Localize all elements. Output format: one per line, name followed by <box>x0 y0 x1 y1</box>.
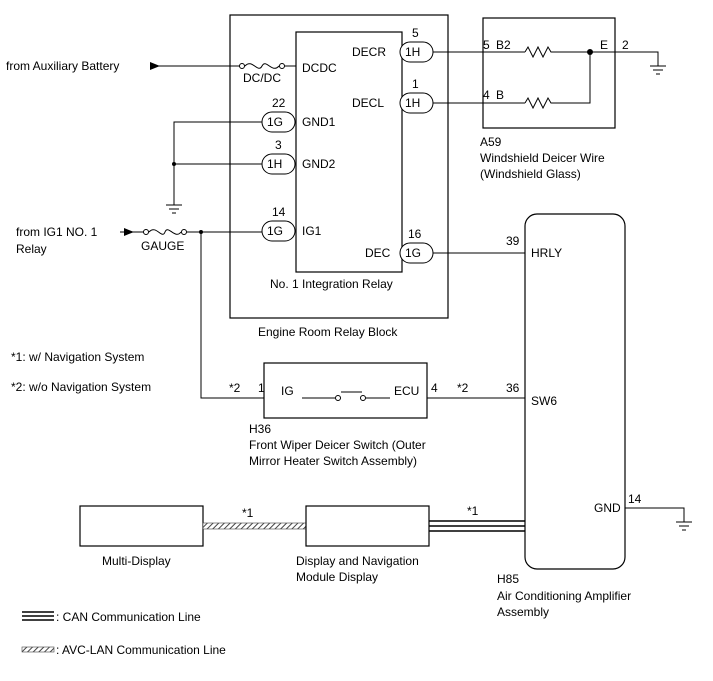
amp-name-1: Air Conditioning Amplifier <box>497 589 631 603</box>
pin-dec-num: 16 <box>408 227 422 241</box>
terminal-ig1: IG1 <box>302 224 322 238</box>
legend-avc-swatch <box>21 646 55 653</box>
nav-module-label-1: Display and Navigation <box>296 554 419 568</box>
switch-contact-left <box>335 395 341 401</box>
switch-contact-right <box>360 395 366 401</box>
deicer-id: A59 <box>480 135 502 149</box>
nav-module-box <box>305 505 430 547</box>
terminal-decl: DECL <box>352 96 384 110</box>
deicer-pin-b2-num: 5 <box>483 38 490 52</box>
pin-decr-num: 5 <box>412 26 419 40</box>
pin-ig1-conn: 1G <box>267 224 283 238</box>
amp-gnd-wire <box>625 507 685 522</box>
ac-amplifier-box <box>524 213 626 570</box>
amp-sw6: SW6 <box>531 394 557 408</box>
terminal-dcdc: DCDC <box>302 61 337 75</box>
pin-ig1 <box>261 220 296 242</box>
note-1: *1: w/ Navigation System <box>11 350 144 364</box>
aux-battery-arrow <box>150 62 160 70</box>
deicer-name-1: Windshield Deicer Wire <box>480 151 605 165</box>
terminal-dec: DEC <box>365 246 391 260</box>
relay-block-label: Engine Room Relay Block <box>258 325 398 339</box>
amp-name-2: Assembly <box>497 605 549 619</box>
resistor-lower <box>524 52 591 110</box>
terminal-gnd2: GND2 <box>302 157 336 171</box>
dcdc-fuse-label: DC/DC <box>243 71 281 85</box>
multi-display-box <box>79 505 204 547</box>
switch-ig: IG <box>281 384 294 398</box>
terminal-decr: DECR <box>352 45 386 59</box>
switch-ig-num: 1 <box>258 381 265 395</box>
switch-note-right: *2 <box>457 381 469 395</box>
legend-can-label: : CAN Communication Line <box>56 610 201 624</box>
switch-name-1: Front Wiper Deicer Switch (Outer <box>249 438 426 452</box>
terminal-gnd1: GND1 <box>302 115 336 129</box>
pin-dec-conn: 1G <box>405 246 421 260</box>
gauge-fuse-label: GAUGE <box>141 239 184 253</box>
legend-avc-label: : AVC-LAN Communication Line <box>56 643 226 657</box>
deicer-name-2: (Windshield Glass) <box>480 167 581 181</box>
amp-sw6-num: 36 <box>506 381 520 395</box>
can-line-mark: *1 <box>467 504 479 518</box>
gauge-fuse-symbol <box>148 229 182 235</box>
deicer-pin-b-num: 4 <box>483 88 490 102</box>
dcdc-fuse-left <box>239 63 245 69</box>
deicer-pin-e: E <box>600 38 608 52</box>
pin-ig1-num: 14 <box>272 205 286 219</box>
ground-icon-left <box>166 204 182 214</box>
switch-ecu: ECU <box>394 384 419 398</box>
avc-lan-line <box>202 522 307 530</box>
ground-icon-amp <box>676 521 692 531</box>
pin-gnd1-num: 22 <box>272 96 286 110</box>
ig1-source-line1: from IG1 NO. 1 <box>16 225 98 239</box>
legend-can-swatch <box>22 611 54 621</box>
pin-gnd1-conn: 1G <box>267 115 283 129</box>
dcdc-fuse-right <box>279 63 285 69</box>
can-line <box>429 520 525 532</box>
deicer-pin-b: B <box>496 88 504 102</box>
aux-battery-source: from Auxiliary Battery <box>6 59 119 73</box>
deicer-ground-wire <box>590 51 659 66</box>
note-2: *2: w/o Navigation System <box>11 380 151 394</box>
avc-lan-mark: *1 <box>242 506 254 520</box>
switch-ecu-num: 4 <box>431 381 438 395</box>
switch-note-left: *2 <box>229 381 241 395</box>
integration-relay-label: No. 1 Integration Relay <box>270 277 393 291</box>
amp-id: H85 <box>497 572 519 586</box>
amp-gnd-num: 14 <box>628 492 642 506</box>
switch-contact <box>302 391 390 399</box>
deicer-wire-box <box>482 17 616 129</box>
gnd-junction <box>172 162 176 166</box>
switch-id: H36 <box>249 422 271 436</box>
nav-module-label-2: Module Display <box>296 570 378 584</box>
switch-name-2: Mirror Heater Switch Assembly) <box>249 454 417 468</box>
pin-gnd2-num: 3 <box>275 138 282 152</box>
pin-decl-conn: 1H <box>405 96 420 110</box>
pin-decl-num: 1 <box>412 77 419 91</box>
dcdc-fuse-symbol <box>244 63 280 69</box>
pin-decr-conn: 1H <box>405 45 420 59</box>
deicer-pin-e-num: 2 <box>622 38 629 52</box>
gauge-fuse-right <box>181 229 187 235</box>
amp-gnd: GND <box>594 501 621 515</box>
ground-icon-deicer <box>650 65 666 75</box>
gnd1-wire <box>173 121 262 205</box>
pin-gnd2-conn: 1H <box>267 157 282 171</box>
amp-hrly: HRLY <box>531 246 562 260</box>
multi-display-label: Multi-Display <box>102 554 171 568</box>
resistor-upper <box>524 45 590 59</box>
deicer-switch-box <box>263 362 428 419</box>
switch-ig-wire <box>200 232 278 399</box>
integration-relay-box <box>295 31 403 273</box>
amp-hrly-num: 39 <box>506 234 520 248</box>
deicer-pin-b2: B2 <box>496 38 511 52</box>
gauge-fuse-left <box>143 229 149 235</box>
ig1-source-line2: Relay <box>16 242 47 256</box>
